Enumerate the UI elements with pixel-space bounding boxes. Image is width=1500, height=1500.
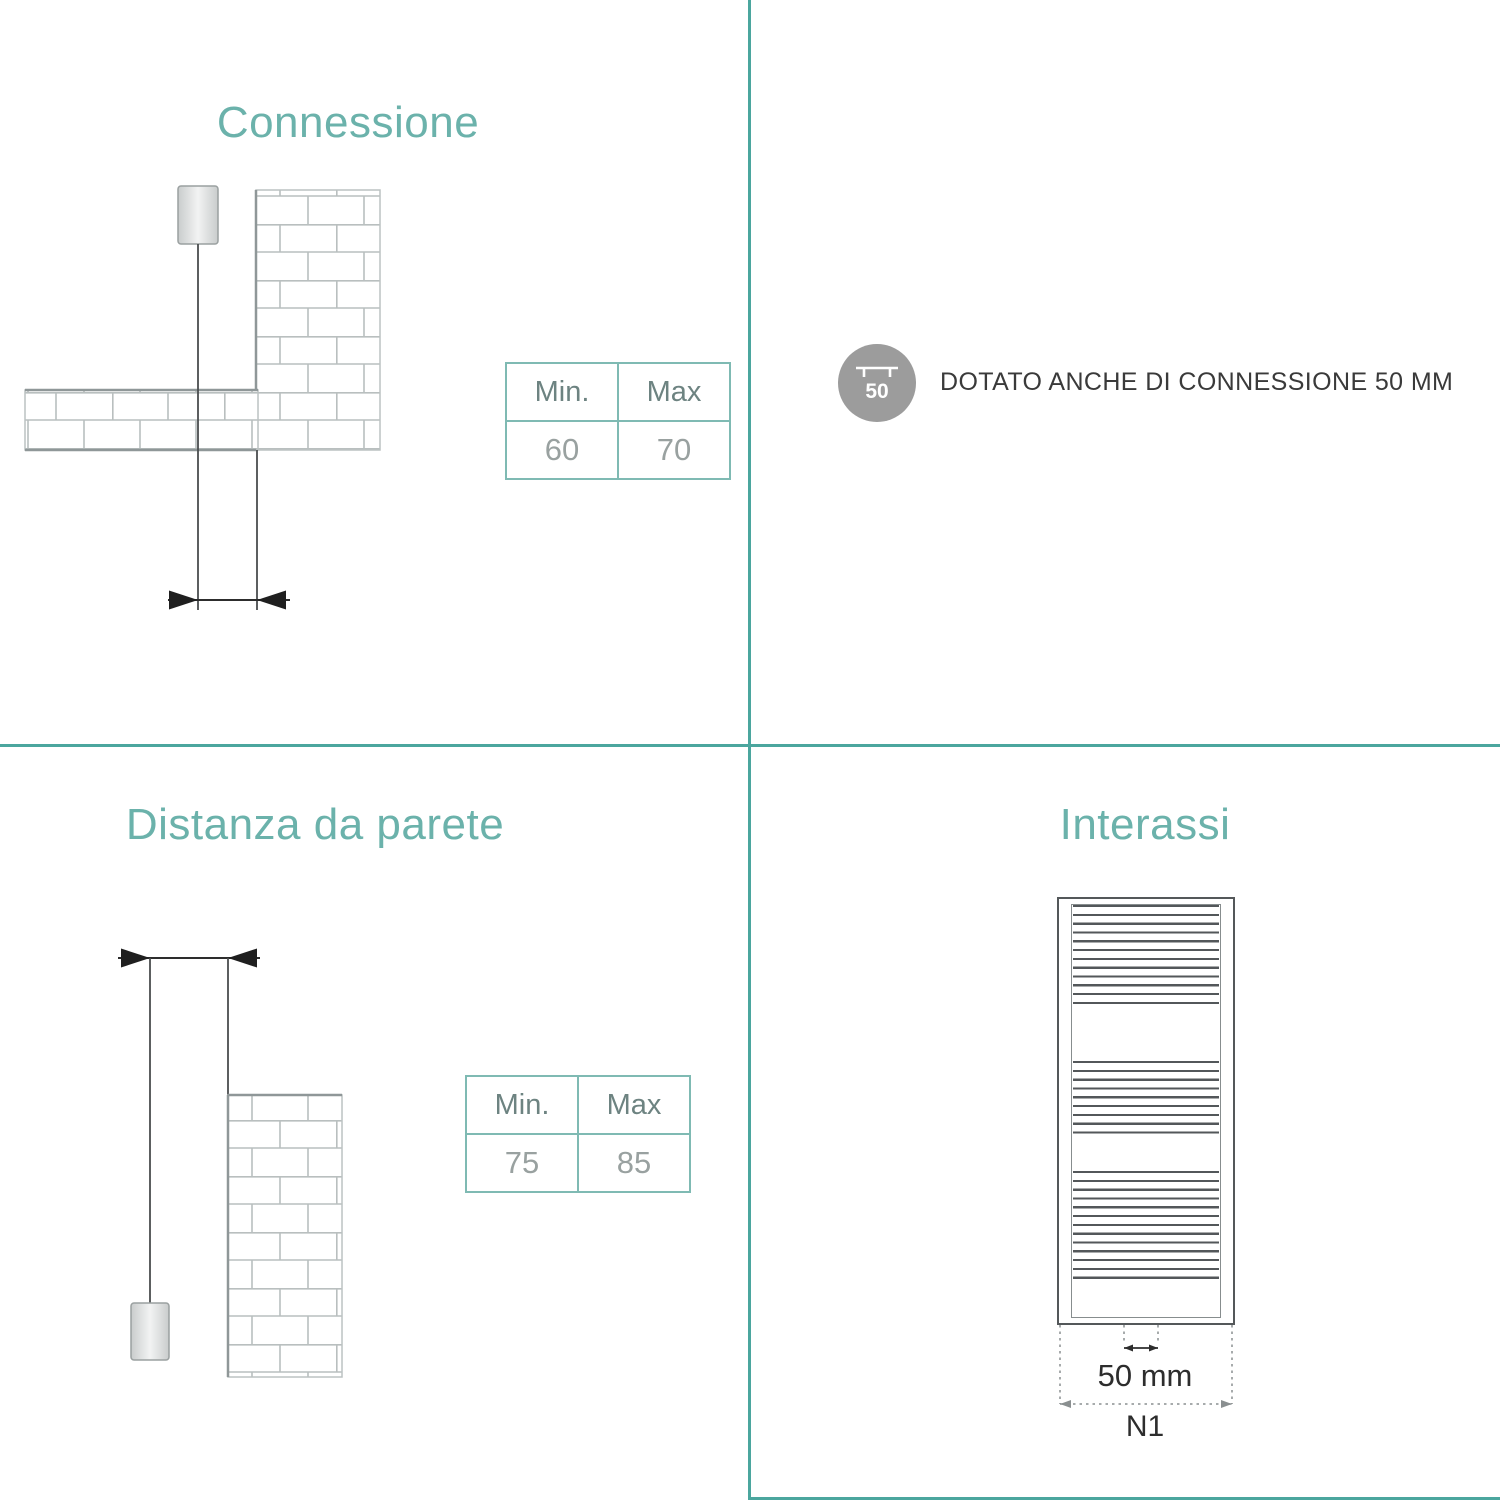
table-value-max: 70	[619, 422, 729, 478]
dimension-n1-label: N1	[1125, 1410, 1165, 1443]
dimension-arrows	[118, 948, 260, 968]
table-value-max: 85	[579, 1135, 689, 1191]
badge-value: 50	[865, 380, 889, 403]
connessione-title: Connessione	[216, 98, 480, 147]
connection-diagram	[24, 185, 381, 610]
table-header-min: Min.	[467, 1077, 577, 1133]
rung-group-bottom	[1073, 1171, 1219, 1279]
distanza-title: Distanza da parete	[125, 800, 505, 849]
pipe-fitting	[177, 185, 219, 245]
table-header-min: Min.	[507, 364, 617, 420]
interassi-title: Interassi	[1059, 800, 1231, 849]
distanza-table: Min. Max 75 85	[465, 1075, 691, 1193]
vertical-divider	[748, 0, 751, 1500]
towel-rail-connection-icon	[856, 366, 898, 377]
table-header-max: Max	[619, 364, 729, 420]
connessione-table: Min. Max 60 70	[505, 362, 731, 480]
rung-group-top	[1073, 905, 1219, 1004]
pipe-fitting	[130, 1302, 170, 1361]
connection-note: DOTATO ANCHE DI CONNESSIONE 50 MM	[940, 368, 1454, 396]
radiator-rungs	[1073, 899, 1219, 1323]
rung-group-middle	[1073, 1061, 1219, 1134]
horizontal-divider	[0, 744, 1500, 747]
dimension-arrows	[168, 590, 290, 610]
dimension-50mm-arrows	[1124, 1344, 1158, 1352]
radiator-frame-inner	[1071, 904, 1221, 1318]
wall-vertical	[254, 189, 381, 451]
extension-lines	[1059, 1325, 1233, 1405]
bottom-edge-divider	[748, 1497, 1500, 1500]
table-header-max: Max	[579, 1077, 689, 1133]
connection-50mm-badge: 50	[838, 344, 916, 422]
floor-slab	[24, 388, 259, 452]
table-value-min: 60	[507, 422, 617, 478]
dimension-50mm-label: 50 mm	[1097, 1358, 1193, 1393]
wall-vertical	[226, 1093, 343, 1378]
wall-distance-diagram	[118, 948, 343, 1378]
interassi-dimensions	[1059, 1325, 1233, 1408]
dimension-n1-arrows	[1060, 1400, 1232, 1408]
table-value-min: 75	[467, 1135, 577, 1191]
radiator-diagram	[1057, 897, 1235, 1325]
